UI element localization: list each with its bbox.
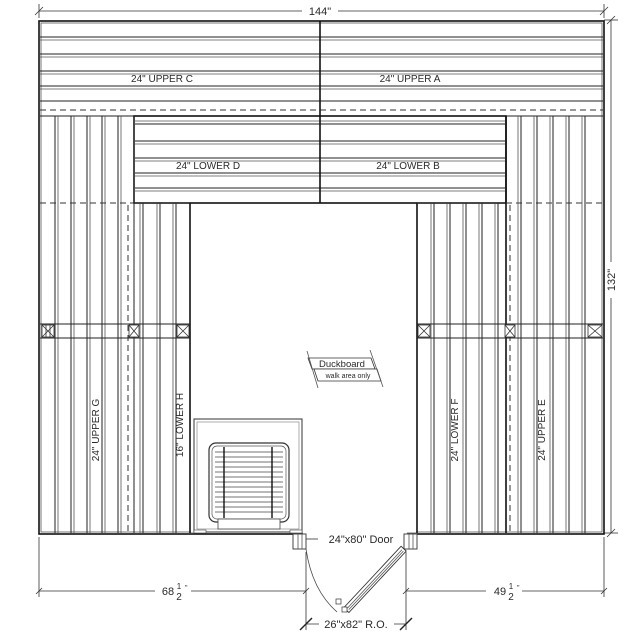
label-upper-g: 24" UPPER G — [91, 399, 102, 462]
bench-lower-h: 16" LOWER H — [134, 202, 191, 533]
door-size-label: 24"x80" Door — [329, 534, 394, 546]
label-lower-h: 16" LOWER H — [175, 393, 186, 457]
rough-opening-dimension: 26"x82" R.O. — [299, 617, 413, 631]
bench-lower-top: 24" LOWER D 24" LOWER B — [133, 115, 507, 204]
right-offset-unit: " — [517, 585, 520, 592]
left-offset-whole: 68 — [162, 586, 174, 598]
heater-icon — [193, 418, 303, 534]
label-lower-f: 24" LOWER F — [450, 398, 461, 461]
left-offset-frac-den: 2 — [176, 592, 182, 603]
duckboard-title: Duckboard — [319, 359, 365, 370]
right-offset-dimension: 49 1 2 " — [402, 537, 608, 630]
label-lower-d: 24" LOWER D — [176, 161, 240, 172]
label-lower-b: 24" LOWER B — [376, 161, 440, 172]
left-offset-unit: " — [185, 585, 188, 592]
right-offset-frac-den: 2 — [508, 592, 514, 603]
overall-depth-label: 132" — [606, 269, 618, 291]
rough-opening-label: 26"x82" R.O. — [324, 619, 387, 631]
bench-upper-top: 24" UPPER C 24" UPPER A — [40, 21, 603, 117]
duckboard-tag: Duckboard walk area only — [306, 349, 384, 389]
right-offset-whole: 49 — [494, 586, 506, 598]
right-offset-frac-num: 1 — [509, 582, 514, 591]
bench-support-rail — [40, 323, 603, 339]
door: 24"x80" Door — [292, 531, 418, 614]
duckboard-note: walk area only — [325, 373, 371, 380]
left-offset-dimension: 68 1 2 " — [35, 537, 310, 630]
label-upper-c: 24" UPPER C — [131, 74, 193, 85]
label-upper-a: 24" UPPER A — [380, 74, 441, 85]
left-offset-frac-num: 1 — [177, 582, 182, 591]
overall-width-dimension: 144" — [34, 4, 609, 18]
overall-width-label: 144" — [309, 6, 331, 18]
label-upper-e: 24" UPPER E — [537, 399, 548, 461]
overall-depth-dimension: 132" — [604, 15, 618, 538]
